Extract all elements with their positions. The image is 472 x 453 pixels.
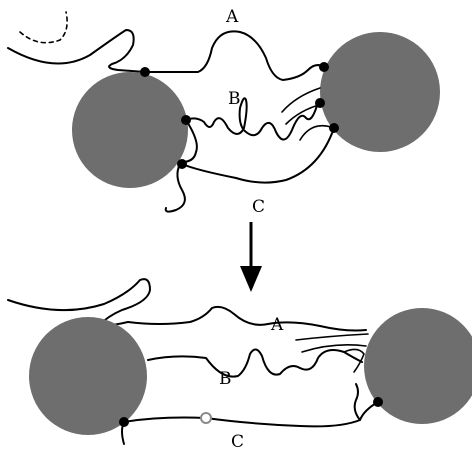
top-label-c: C bbox=[252, 197, 265, 217]
arrow-head bbox=[240, 266, 262, 292]
top-label-b: B bbox=[228, 89, 241, 109]
bottom-open-marker bbox=[201, 413, 211, 423]
top-faint-arc bbox=[20, 12, 67, 43]
bottom-left-circle bbox=[29, 317, 147, 435]
bottom-panel: A B C bbox=[8, 279, 472, 452]
top-left-circle bbox=[72, 72, 188, 188]
top-panel: A B C bbox=[8, 7, 440, 217]
top-strand-c bbox=[182, 128, 334, 183]
top-left-flap bbox=[8, 30, 145, 72]
top-dot-2 bbox=[181, 115, 191, 125]
top-dot-3 bbox=[177, 159, 187, 169]
bottom-dot-left bbox=[119, 417, 129, 427]
top-strand-a bbox=[145, 31, 324, 80]
bottom-label-c: C bbox=[231, 432, 244, 452]
top-dot-4 bbox=[319, 62, 329, 72]
bottom-right-circle bbox=[364, 308, 472, 424]
top-dot-6 bbox=[329, 123, 339, 133]
top-dot-5 bbox=[315, 98, 325, 108]
top-dot-1 bbox=[140, 67, 150, 77]
bottom-strand-c bbox=[124, 402, 378, 426]
bottom-right-tail bbox=[355, 384, 360, 420]
top-strand-b-branch-3 bbox=[300, 126, 334, 140]
bottom-strand-b bbox=[148, 349, 362, 376]
bottom-label-b: B bbox=[219, 369, 232, 389]
bottom-label-a: A bbox=[270, 315, 284, 335]
top-right-circle bbox=[320, 32, 440, 152]
top-strand-b bbox=[186, 98, 318, 139]
bottom-strand-a bbox=[128, 307, 366, 331]
bottom-strand-a-branch-1 bbox=[296, 334, 368, 340]
bottom-dot-right bbox=[373, 397, 383, 407]
transition-arrow bbox=[240, 222, 262, 292]
top-strand-b-branch-1 bbox=[282, 88, 320, 112]
top-label-a: A bbox=[225, 7, 239, 27]
